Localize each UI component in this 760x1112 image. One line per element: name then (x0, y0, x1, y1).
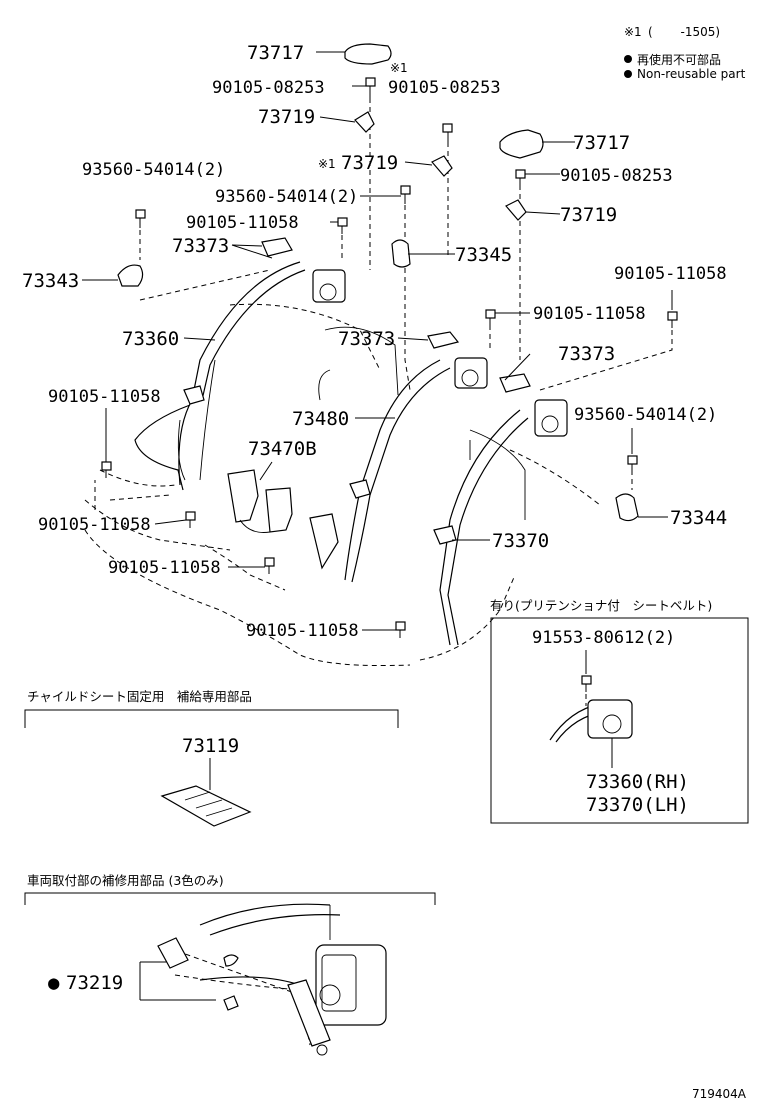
anchor-73343 (117, 264, 144, 287)
tongue-73360 (183, 385, 205, 405)
label-90105-08253-b: 90105-08253 (388, 78, 501, 98)
clip-73719-c (505, 199, 527, 221)
label-93560-c: 93560-54014(2) (574, 405, 717, 425)
clip-73719-a (354, 111, 375, 133)
bolt-icon (135, 209, 146, 228)
legend: ※1 ( -1505) 再使用不可部品 Non-reusable part (624, 25, 746, 81)
bolt-icon (667, 311, 678, 328)
label-90105-11058-f: 90105-11058 (108, 558, 221, 578)
label-90105-11058-e: 90105-11058 (38, 515, 151, 535)
parts (101, 43, 678, 646)
retractor-73480 (454, 357, 488, 389)
pretensioner-box: 有り(プリテンショナ付 シートベルト) 91553-80612(2) 73360… (490, 598, 749, 824)
label-73719-a: 73719 (258, 106, 315, 128)
label-73480: 73480 (292, 408, 349, 430)
retractor-73370 (534, 399, 568, 437)
label-73360: 73360 (122, 328, 179, 350)
label-73470b: 73470B (248, 438, 317, 460)
label-90105-11058-b: 90105-11058 (614, 264, 727, 284)
pretensioner-title: 有り(プリテンショナ付 シートベルト) (490, 598, 712, 613)
tongue-73370 (433, 525, 457, 545)
pretensioner-bolt-label: 91553-80612(2) (532, 628, 675, 648)
buckle-73470b-a (227, 469, 259, 523)
cover-73373-c (499, 373, 531, 393)
child-seat-title: チャイルドシート固定用 補給専用部品 (27, 689, 252, 704)
label-93560-b: 93560-54014(2) (215, 187, 358, 207)
pretensioner-rh-label: 73360(RH) (586, 771, 689, 793)
repair-title: 車両取付部の補修用部品 (3色のみ) (27, 873, 224, 888)
label-73373-c: 73373 (558, 343, 615, 365)
label-x1-a: ※1 (390, 61, 408, 75)
non-reusable-jp: 再使用不可部品 (637, 52, 721, 67)
cover-73717-b (499, 129, 544, 159)
label-73370: 73370 (492, 530, 549, 552)
label-90105-11058-a: 90105-11058 (186, 213, 299, 233)
cover-73373-a (261, 237, 293, 257)
label-73343: 73343 (22, 270, 79, 292)
footnote-range: ( -1505) (648, 25, 720, 39)
label-73119: 73119 (182, 735, 239, 757)
footnote-mark: ※1 (624, 25, 642, 39)
pretensioner-lh-label: 73370(LH) (586, 794, 689, 816)
bolt-icon (185, 511, 196, 528)
clip-73719-b (431, 155, 453, 177)
child-seat-bracket (160, 785, 252, 827)
label-73717-a: 73717 (247, 42, 304, 64)
label-73717-b: 73717 (573, 132, 630, 154)
repair-retractor (315, 944, 387, 1026)
bolt-icon (365, 77, 376, 98)
repair-section: 車両取付部の補修用部品 (3色のみ) ● 73219 (24, 873, 436, 1056)
non-reusable-en: Non-reusable part (637, 67, 746, 81)
bolt-icon (101, 461, 112, 478)
repair-plate (157, 937, 189, 969)
label-73219: 73219 (66, 972, 123, 994)
bolt-icon (395, 621, 406, 638)
bolt-icon (337, 217, 348, 234)
part-labels: 73717 ※1 90105-08253 90105-08253 73719 7… (22, 42, 727, 641)
anchor-73345 (391, 239, 411, 268)
label-73345: 73345 (455, 244, 512, 266)
child-seat-section: チャイルドシート固定用 補給専用部品 73119 (24, 689, 399, 827)
label-93560-a: 93560-54014(2) (82, 160, 225, 180)
retractor-73360 (312, 269, 346, 303)
cover-73373-b (427, 331, 460, 349)
label-90105-08253-c: 90105-08253 (560, 166, 673, 186)
bullet-icon (624, 70, 632, 78)
label-73719-b: 73719 (341, 152, 398, 174)
bolt-icon (485, 309, 496, 326)
label-73344: 73344 (670, 507, 727, 529)
leaders (82, 51, 673, 631)
bolt-icon (515, 169, 526, 186)
dashed-leaders (139, 98, 673, 490)
bullet-icon (624, 55, 632, 63)
anchor-73344 (615, 493, 639, 522)
label-90105-11058-c: 90105-11058 (533, 304, 646, 324)
label-90105-11058-g: 90105-11058 (246, 621, 359, 641)
buckle-73480 (309, 513, 339, 570)
cover-73717-a (344, 43, 392, 65)
label-73373-b: 73373 (338, 328, 395, 350)
diagram-id: 719404A (692, 1087, 747, 1101)
label-90105-11058-d: 90105-11058 (48, 387, 161, 407)
repair-tongue (287, 979, 331, 1047)
label-73719-c: 73719 (560, 204, 617, 226)
bolt-icon (400, 185, 411, 204)
buckle-73470b-b (265, 487, 293, 533)
repair-washer (223, 954, 239, 967)
repair-nut (223, 995, 239, 1011)
bolt-icon (442, 123, 453, 142)
bolt-icon (264, 557, 275, 574)
label-90105-08253-a: 90105-08253 (212, 78, 325, 98)
bolt-icon (581, 675, 592, 692)
pretensioner-retractor (587, 699, 633, 739)
tongue-73480 (349, 479, 371, 499)
label-x1-b: ※1 (318, 157, 336, 171)
bolt-icon (627, 455, 638, 470)
label-73373-a: 73373 (172, 235, 229, 257)
repair-bullet: ● (48, 972, 60, 994)
